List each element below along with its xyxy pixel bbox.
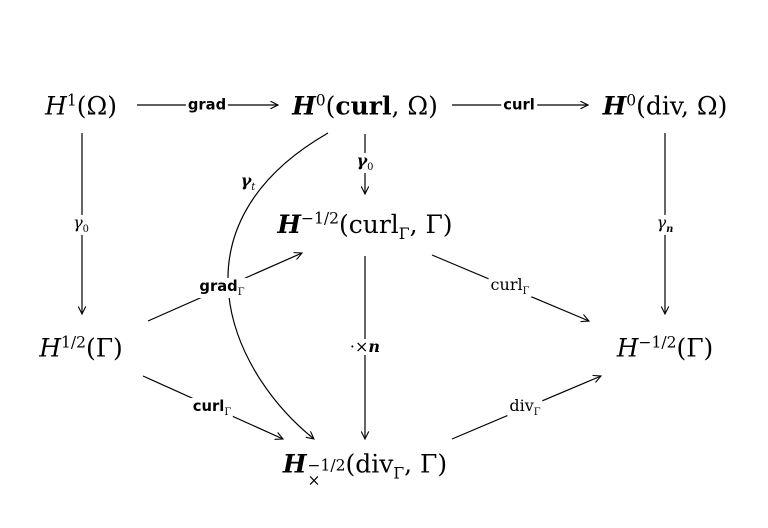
label-div-gamma: divΓ [507, 395, 543, 419]
label-gamma0-left: γ0 [71, 212, 91, 236]
node-h0-curl-omega: H0(curl, Ω) [292, 91, 438, 121]
label-gamma0-bold: γ0 [354, 150, 376, 174]
label-curl: curl [501, 96, 537, 114]
label-grad: grad [185, 96, 229, 114]
label-curl-gamma-bold: curlΓ [190, 397, 234, 419]
label-gamma-t: γt [240, 170, 256, 194]
node-hm12-curl-gamma: H−1/2(curlΓ, Γ) [277, 209, 453, 243]
label-gamma-n: γn [654, 212, 676, 236]
label-grad-gamma: gradΓ [197, 277, 247, 299]
node-hm12-times-div-gamma: H−1/2×(divΓ, Γ) [282, 449, 448, 490]
node-h1-omega: H1(Ω) [45, 91, 117, 121]
label-cross-n: ·×n [347, 337, 383, 356]
node-h12-gamma: H1/2(Γ) [39, 333, 123, 363]
node-hm12-gamma: H−1/2(Γ) [616, 333, 714, 363]
label-curl-gamma-right: curlΓ [488, 274, 532, 298]
node-h0-div-omega: H0(div, Ω) [602, 91, 728, 121]
